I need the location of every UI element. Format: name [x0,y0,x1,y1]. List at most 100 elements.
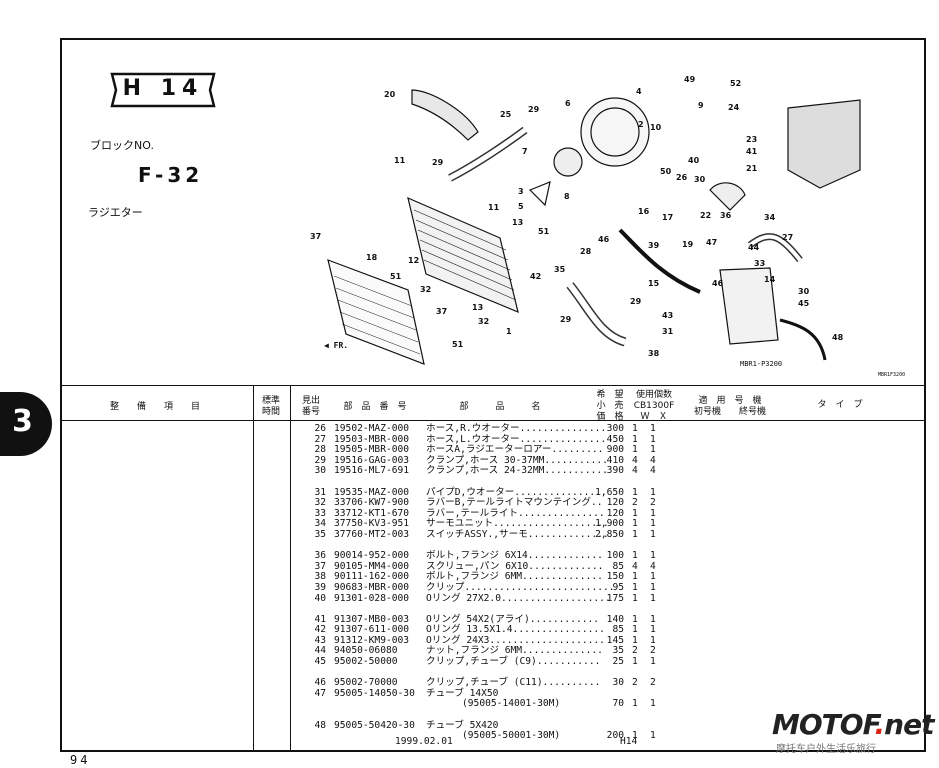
watermark-brand: MOTOF [772,708,876,741]
block-label: ブロックNO. [90,139,154,152]
svg-text:5: 5 [518,202,524,211]
part-ref-number: 37 [314,560,326,572]
qty-top: 使用個数 [635,390,672,400]
chapter-number: 3 [12,404,33,439]
svg-text:41: 41 [746,147,758,156]
page-frame [60,38,926,752]
column-divider [290,385,291,752]
part-name: ホース,R.ウオーター............... [426,423,607,434]
part-ref-number: 40 [314,592,326,604]
part-name: (95005-14001-30M) [462,698,561,710]
qty-x: 1 [650,423,656,434]
part-number: 19503-MBR-000 [334,433,410,445]
price-bottom: 価 格 [596,412,624,422]
part-name: パイプD,ウオーター................ [426,486,607,498]
qty-x: 2 [650,677,656,689]
svg-text:4: 4 [636,87,642,96]
part-price: 145 [606,634,624,646]
qty-x: 1 [650,634,656,646]
svg-text:30: 30 [694,175,706,184]
svg-text:8: 8 [564,192,570,201]
part-number: 90014-952-000 [334,550,410,562]
part-name: クランプ,ホース 30-37MM........... [426,454,608,466]
part-ref-number: 41 [314,613,326,625]
part-number: 90105-MM4-000 [334,560,410,572]
column-header-serial-range: 適 用 号 機 初号機 終号機 [680,396,780,418]
part-name: Oリング 54X2(アライ)............ [426,613,600,625]
qty-w: 1 [632,518,638,530]
ref-top: 見出 [301,396,320,406]
part-name: クリップ,チューブ (C11).......... [426,677,601,689]
part-ref-number: 28 [314,444,326,456]
part-name: ラバーB,テールライトマウンテイング.. [426,497,603,509]
svg-text:11: 11 [394,156,406,165]
part-price: 85 [612,624,624,636]
std-time-top: 標準 [261,396,280,406]
column-header-maintenance: 整 備 項 目 [109,402,200,412]
svg-text:2: 2 [638,120,644,129]
part-price: 410 [606,454,624,466]
part-price: 70 [612,698,624,710]
part-ref-number: 30 [314,465,326,477]
svg-text:28: 28 [580,247,592,256]
svg-text:20: 20 [384,90,396,99]
part-ref-number: 38 [314,571,326,583]
part-ref-number: 27 [314,433,326,445]
column-header-part-number: 部 品 番 号 [343,402,407,412]
part-ref-number: 31 [314,486,326,498]
svg-text:3: 3 [518,187,524,196]
qty-w: 1 [632,550,638,562]
svg-text:17: 17 [662,213,673,222]
qty-w: 2 [632,677,638,689]
part-price: 175 [606,592,624,604]
svg-text:51: 51 [452,340,464,349]
svg-text:10: 10 [650,123,662,132]
part-number: 95005-14050-30 [334,687,415,699]
svg-text:22: 22 [700,211,711,220]
part-number: 19516-GAG-003 [334,454,410,466]
svg-text:32: 32 [478,317,489,326]
column-header-price: 希 望 小 売 価 格 [588,390,632,423]
subject-title: ラジエター [88,206,143,219]
part-ref-number: 33 [314,507,326,519]
qty-x: 1 [650,613,656,625]
qty-x: 1 [650,581,656,593]
svg-text:34: 34 [764,213,776,222]
part-ref-number: 26 [314,423,326,434]
part-price: 390 [606,465,624,477]
watermark-dot: . [874,708,886,741]
part-name: クランプ,ホース 24-32MM........... [426,465,608,477]
svg-text:29: 29 [560,315,572,324]
svg-text:6: 6 [565,99,571,108]
qty-w: 1 [632,592,638,604]
part-number: 33712-KT1-670 [334,507,410,519]
svg-text:29: 29 [528,105,540,114]
part-ref-number: 42 [314,624,326,636]
svg-text:43: 43 [662,311,673,320]
svg-text:38: 38 [648,349,660,358]
qty-x: 1 [650,433,656,445]
svg-text:45: 45 [798,299,810,308]
part-name: スイッチASSY.,サーモ.............. [426,528,609,540]
part-price: 30 [612,677,624,689]
serial-range-top: 適 用 号 機 [698,396,762,406]
qty-w: 1 [632,444,638,456]
qty-x: 1 [650,518,656,530]
svg-text:14: 14 [764,275,776,284]
part-ref-number: 39 [314,581,326,593]
svg-text:33: 33 [754,259,765,268]
svg-text:13: 13 [512,218,523,227]
svg-text:27: 27 [782,233,793,242]
part-price: 100 [606,550,624,562]
qty-w: 1 [632,656,638,668]
part-name: クリップ.......................... [426,581,615,593]
svg-text:19: 19 [682,240,694,249]
svg-text:29: 29 [630,297,642,306]
part-price: 300 [606,423,624,434]
svg-text:48: 48 [832,333,844,342]
qty-w: 2 [632,645,638,657]
front-arrow-icon: ◀ FR. [324,341,348,350]
qty-x: 2 [650,645,656,657]
part-name: ラバー,テールライト............... [426,507,605,519]
